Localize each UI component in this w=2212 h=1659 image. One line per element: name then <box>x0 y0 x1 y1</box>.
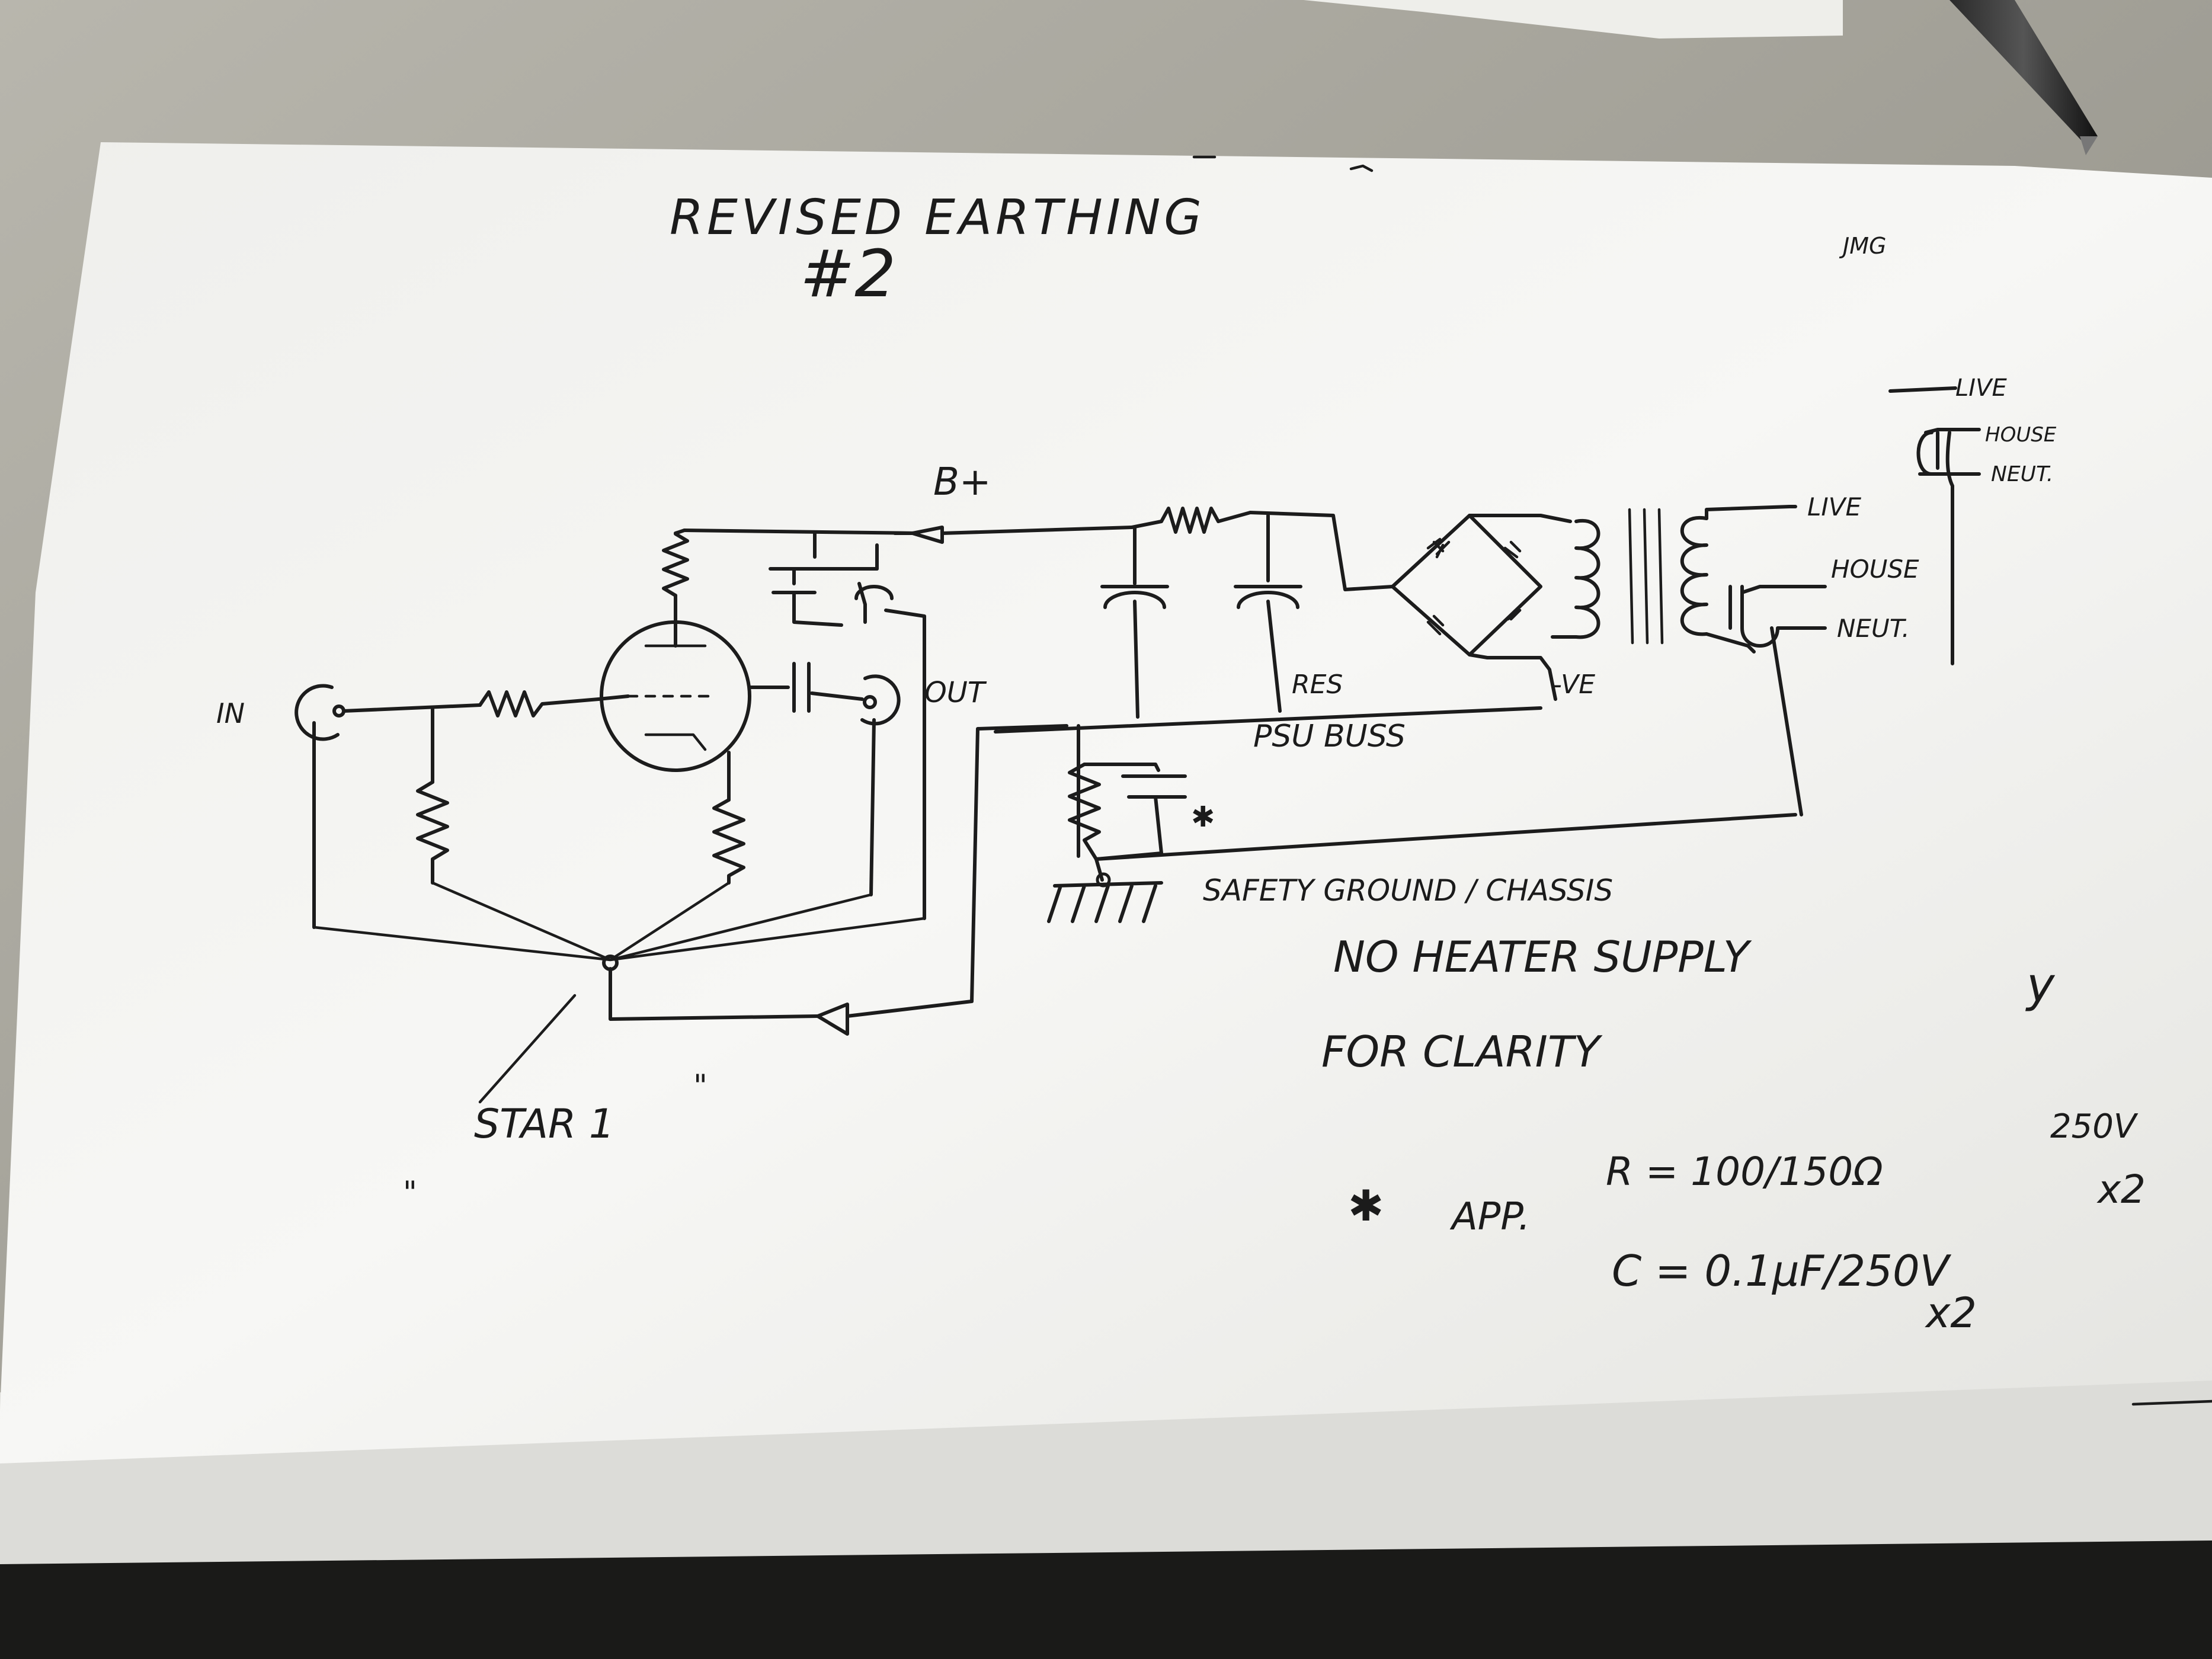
pen <box>1949 0 2098 155</box>
star-mark-lower: " <box>403 1175 417 1210</box>
coupling-capacitor-icon <box>792 662 811 713</box>
safety-ground-label: SAFETY GROUND / CHASSIS <box>1203 873 1613 908</box>
input-label: IN <box>216 697 245 729</box>
paper-sheet <box>0 142 2212 1463</box>
note-x2: x2 <box>1925 1289 1977 1337</box>
input-jack-icon <box>294 684 340 741</box>
output-label: OUT <box>924 676 987 709</box>
note-no-heater-line2: FOR CLARITY <box>1321 1027 1603 1077</box>
star-quote-mark: " <box>693 1068 708 1104</box>
top-house-label: HOUSE <box>1985 423 2057 447</box>
mains-bracket-icon <box>1916 431 1954 665</box>
note-star-icon: ✱ <box>1348 1181 1384 1231</box>
top-live-label: LIVE <box>1955 374 2007 402</box>
title-line2: #2 <box>800 236 896 312</box>
star-label: STAR 1 <box>474 1101 614 1148</box>
mains-neut-label: NEUT. <box>1837 614 1910 643</box>
negative-ve-label: -VE <box>1552 670 1595 700</box>
res-label: RES <box>1292 670 1343 700</box>
transformer-primary-icon <box>1680 515 1708 636</box>
top-neut-label: NEUT. <box>1991 462 2053 486</box>
mains-top-labels: LIVE HOUSE NEUT. <box>1888 374 2057 665</box>
bplus-label: B+ <box>933 460 991 504</box>
star-ground-lines <box>312 881 926 962</box>
psu-buss-line <box>994 706 1542 734</box>
transformer-secondary-icon <box>1551 518 1600 639</box>
title-line1: REVISED EARTHING <box>670 190 1205 246</box>
anode-resistor-icon <box>662 531 689 597</box>
grid-resistor-icon <box>478 690 600 718</box>
amplifier-stage: IN OUT <box>216 529 1068 1210</box>
note-r-value: R = 100/150Ω <box>1606 1149 1883 1194</box>
psu-filter-resistor-icon <box>1160 507 1252 534</box>
transformer-core-icon <box>1628 508 1664 645</box>
mains-live-label: LIVE <box>1807 492 1862 521</box>
note-app: APP. <box>1449 1195 1531 1239</box>
return-arrow-icon <box>816 1003 849 1036</box>
top-papers <box>1304 0 1843 39</box>
psu-buss-label: PSU BUSS <box>1253 719 1406 754</box>
author-initials: JMG <box>1839 233 1886 259</box>
output-jack-icon <box>860 674 901 726</box>
chassis-ground-icon <box>1047 881 1163 923</box>
grid-leak-resistor-icon <box>416 780 449 885</box>
note-c-value: C = 0.1µF/250V <box>1612 1246 1952 1296</box>
psu-capacitor-2-icon <box>1234 585 1302 609</box>
cathode-resistor-icon <box>712 798 745 885</box>
safety-marker-icon: ✱ <box>1191 800 1215 834</box>
decoupling-capacitor-icon <box>792 567 894 627</box>
side-y-mark: y <box>2025 957 2056 1013</box>
safety-resistor-icon <box>1068 763 1101 861</box>
note-no-heater-line1: NO HEATER SUPPLY <box>1333 932 1752 982</box>
side-x2-note: x2 <box>2096 1167 2146 1212</box>
bridge-rectifier-icon <box>1391 514 1542 656</box>
psu-section: RES PSU BUSS -VE LIVE HOUSE NEUT. ✱ <box>940 492 1919 923</box>
mains-house-label: HOUSE <box>1831 555 1919 584</box>
safety-capacitor-icon <box>1083 763 1187 861</box>
side-voltage-note: 250V <box>2050 1107 2139 1146</box>
psu-capacitor-1-icon <box>1100 585 1169 609</box>
